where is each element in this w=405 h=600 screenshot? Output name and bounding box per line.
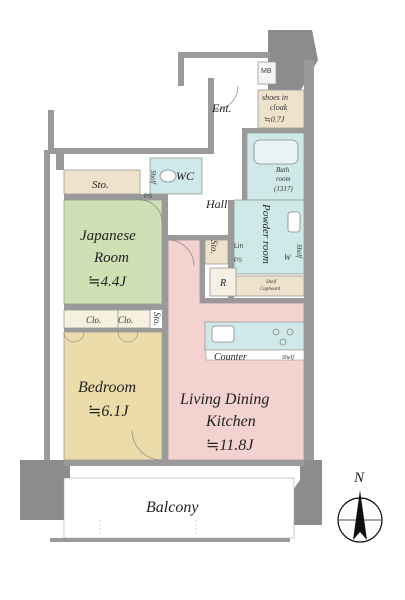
japanese-size: ≒4.4J xyxy=(88,274,127,290)
japanese-label-1: Japanese xyxy=(80,228,136,244)
counter-label: Counter xyxy=(214,352,247,363)
storage-top-label: Sto. xyxy=(92,179,109,191)
bedroom-label: Bedroom xyxy=(78,379,136,396)
wall-structure xyxy=(20,30,322,542)
mb-label: MB xyxy=(261,68,272,75)
shoes-cloak-label-2: cloak xyxy=(270,103,288,112)
washer-label: W xyxy=(284,253,292,262)
ldk-size: ≒11.8J xyxy=(206,437,254,454)
balcony-label: Balcony xyxy=(146,499,199,516)
shoes-cloak-size: ≒0.7J xyxy=(264,115,285,124)
shelf-wc-label: Shelf xyxy=(149,170,157,185)
hall-label: Hall xyxy=(205,197,228,211)
ldk-label-2: Kitchen xyxy=(205,413,256,430)
fixtures xyxy=(63,85,301,536)
refrigerator-label: R xyxy=(219,278,226,289)
shelf-cupboard-label-2: Cupboard xyxy=(260,287,281,292)
closet-2-label: Clo. xyxy=(118,315,133,325)
shelf-powder-label: Shelf xyxy=(295,244,303,259)
ldk-label-1: Living Dining xyxy=(179,391,269,408)
compass-needle-icon xyxy=(353,490,367,540)
ps-lower-label: PS xyxy=(234,258,242,264)
compass: N xyxy=(337,470,383,543)
room-labels: MB Ent. shoes in cloak ≒0.7J Bath room (… xyxy=(78,68,303,516)
shelf-kitchen-label: Shelf xyxy=(282,354,295,361)
bath-label-1: Bath xyxy=(276,166,290,174)
bedroom-size: ≒6.1J xyxy=(88,403,129,420)
shoes-cloak-label-1: shoes in xyxy=(262,93,288,102)
storage-bedroom-label: Sto. xyxy=(152,312,162,326)
compass-north-label: N xyxy=(353,470,365,486)
bath-size: (1317) xyxy=(274,185,293,193)
room-fills xyxy=(63,61,305,539)
bath-label-2: room xyxy=(276,175,291,183)
wc-label: WC xyxy=(176,169,195,183)
powder-room-label: Powder room xyxy=(260,203,272,264)
linen-label: Lin xyxy=(234,243,243,250)
entrance-label: Ent. xyxy=(211,101,232,115)
ps-upper-label: PS xyxy=(144,194,152,200)
closet-1-label: Clo. xyxy=(86,315,101,325)
japanese-label-2: Room xyxy=(93,250,129,266)
shelf-cupboard-label-1: Shelf xyxy=(266,280,277,285)
storage-mid-label: Sto. xyxy=(209,240,219,254)
